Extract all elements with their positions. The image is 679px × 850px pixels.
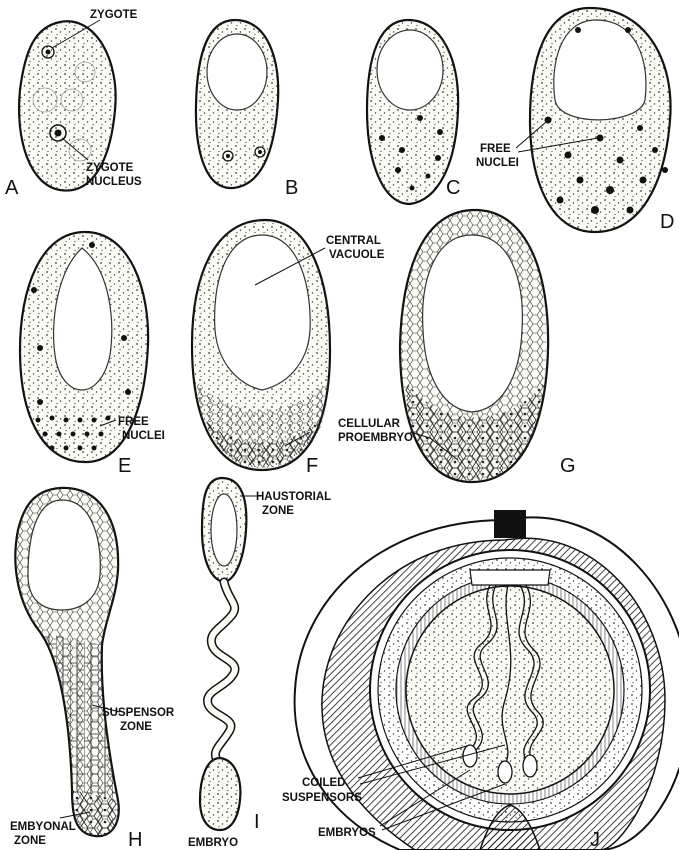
panel-letter-h: H: [128, 829, 142, 850]
label-zygote: ZYGOTE: [90, 9, 138, 21]
label-coiled-suspensors-line1: COILED: [302, 777, 345, 789]
label-coiled-suspensors-line2: SUSPENSORS: [282, 792, 362, 804]
panel-letter-a: A: [5, 177, 19, 199]
label-haustorial-zone-line1: HAUSTORIAL: [256, 491, 331, 503]
label-free-nuclei-e-line2: NUCLEI: [122, 430, 165, 442]
central-vacuole: [215, 235, 311, 390]
panel-letter-j: J: [590, 829, 600, 850]
label-free-nuclei-e-line1: FREE: [118, 416, 149, 428]
label-embryos: EMBRYOS: [318, 827, 376, 839]
label-free-nuclei-d-line2: NUCLEI: [476, 157, 519, 169]
label-embryonal-zone-line2: ZONE: [14, 835, 46, 847]
coiled-suspensor: [208, 582, 235, 762]
label-suspensor-zone-line2: ZONE: [120, 721, 152, 733]
label-central-vacuole-line2: VACUOLE: [329, 249, 385, 261]
vacuole: [377, 30, 443, 110]
label-zygote-nucleus-line1: ZYGOTE: [86, 162, 134, 174]
label-central-vacuole-line1: CENTRAL: [326, 235, 381, 247]
panel-a: ZYGOTE ZYGOTE NUCLEUS A: [5, 9, 142, 199]
panel-e: FREE NUCLEI E: [20, 232, 165, 477]
label-free-nuclei-d-line1: FREE: [480, 143, 511, 155]
vacuole: [207, 34, 267, 110]
panel-h: SUSPENSOR ZONE EMBYONAL ZONE H: [10, 488, 175, 850]
panel-letter-d: D: [660, 211, 674, 233]
panel-letter-f: F: [306, 455, 318, 477]
haustorial-zone: [202, 478, 246, 582]
suspensor-base: [470, 570, 550, 585]
panel-j: COILED SUSPENSORS EMBRYOS J: [282, 510, 679, 850]
label-cellular-proembryo-line1: CELLULAR: [338, 418, 401, 430]
embryo: [200, 758, 240, 830]
label-embryo: EMBRYO: [188, 837, 238, 849]
label-cellular-proembryo-line2: PROEMBRYO: [338, 432, 413, 444]
nucellus-layer: [370, 550, 650, 830]
central-vacuole: [28, 500, 100, 610]
label-zygote-nucleus-line2: NUCLEUS: [86, 176, 142, 188]
panel-letter-i: I: [254, 811, 260, 833]
panel-d: FREE NUCLEI D: [476, 8, 674, 233]
micropyle: [494, 510, 526, 538]
panel-letter-b: B: [285, 177, 298, 199]
panel-letter-c: C: [446, 177, 460, 199]
label-embryonal-zone-line1: EMBYONAL: [10, 821, 76, 833]
panel-b: B: [196, 20, 298, 199]
label-haustorial-zone-line2: ZONE: [262, 505, 294, 517]
label-suspensor-zone-line1: SUSPENSOR: [102, 707, 175, 719]
panel-letter-e: E: [118, 455, 131, 477]
panel-c: C: [367, 20, 460, 204]
panel-letter-g: G: [560, 455, 576, 477]
central-vacuole: [423, 235, 523, 412]
